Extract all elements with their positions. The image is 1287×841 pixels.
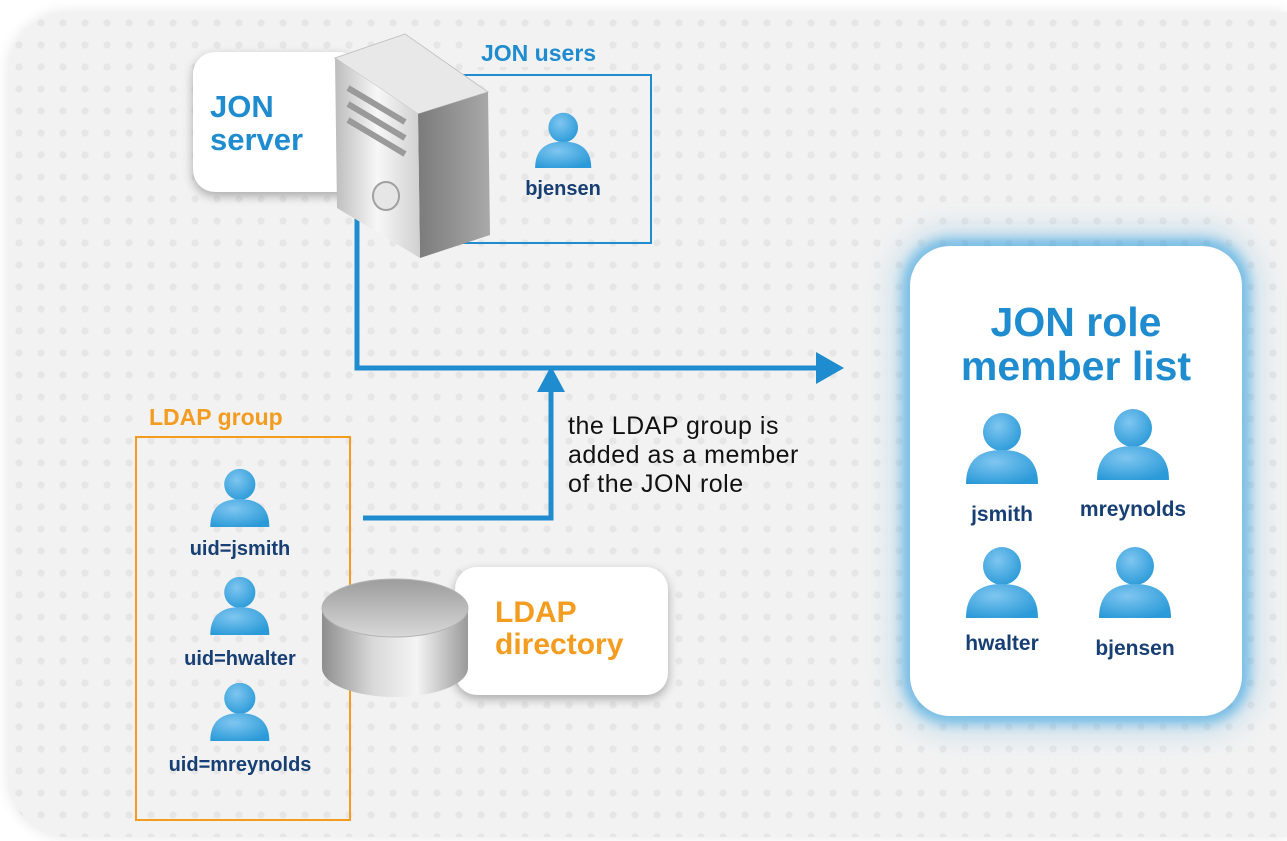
user-icon [1099, 547, 1171, 618]
arrowhead-up [537, 366, 565, 392]
ldap-directory-label-line2: directory [495, 628, 624, 661]
jon-server-label: JON server [210, 90, 350, 156]
user-name-label: bjensen [525, 178, 601, 200]
user-name-label: bjensen [1095, 637, 1175, 660]
user-icon [534, 112, 592, 169]
jon-server-label-line1: JON [210, 89, 274, 124]
server-to-role-line [354, 214, 820, 371]
user-name-label: hwalter [965, 632, 1039, 655]
membership-note-line1: the LDAP group is [568, 412, 779, 440]
jon-users-title: JON users [475, 40, 603, 67]
connector-lines [354, 214, 820, 521]
ldap-directory-label: LDAP directory [495, 597, 665, 661]
user-name-label: uid=mreynolds [168, 754, 312, 776]
user-icon [210, 576, 270, 636]
server-tower-icon [333, 33, 490, 258]
ldap-directory-label-line1: LDAP [495, 596, 577, 629]
user-icon [966, 413, 1038, 484]
user-name-label: jsmith [971, 503, 1033, 526]
user-icon [210, 682, 270, 742]
ldap-group-to-line [363, 386, 554, 521]
membership-note-line3: of the JON role [568, 470, 744, 498]
jon-server-label-line2: server [210, 122, 304, 157]
ldap-directory-card [455, 567, 668, 695]
user-name-label: uid=hwalter [184, 648, 296, 670]
ldap-group-title: LDAP group [143, 404, 289, 431]
user-icon [966, 547, 1038, 618]
membership-note-line2: added as a member [568, 441, 799, 469]
arrowhead-to-role [816, 352, 844, 384]
membership-note: the LDAP group is added as a member of t… [568, 412, 888, 499]
user-name-label: uid=jsmith [189, 538, 291, 560]
user-icon [210, 468, 270, 528]
user-icon [1097, 409, 1169, 480]
jon-server-card [193, 52, 361, 192]
jon-role-title-line2: member list [960, 343, 1192, 389]
database-cylinder-icon [321, 578, 469, 697]
user-name-label: mreynolds [1079, 498, 1187, 521]
jon-role-title: JON role member list [910, 300, 1242, 388]
jon-role-card [910, 246, 1242, 716]
jon-role-title-line1: JON role [990, 299, 1162, 345]
